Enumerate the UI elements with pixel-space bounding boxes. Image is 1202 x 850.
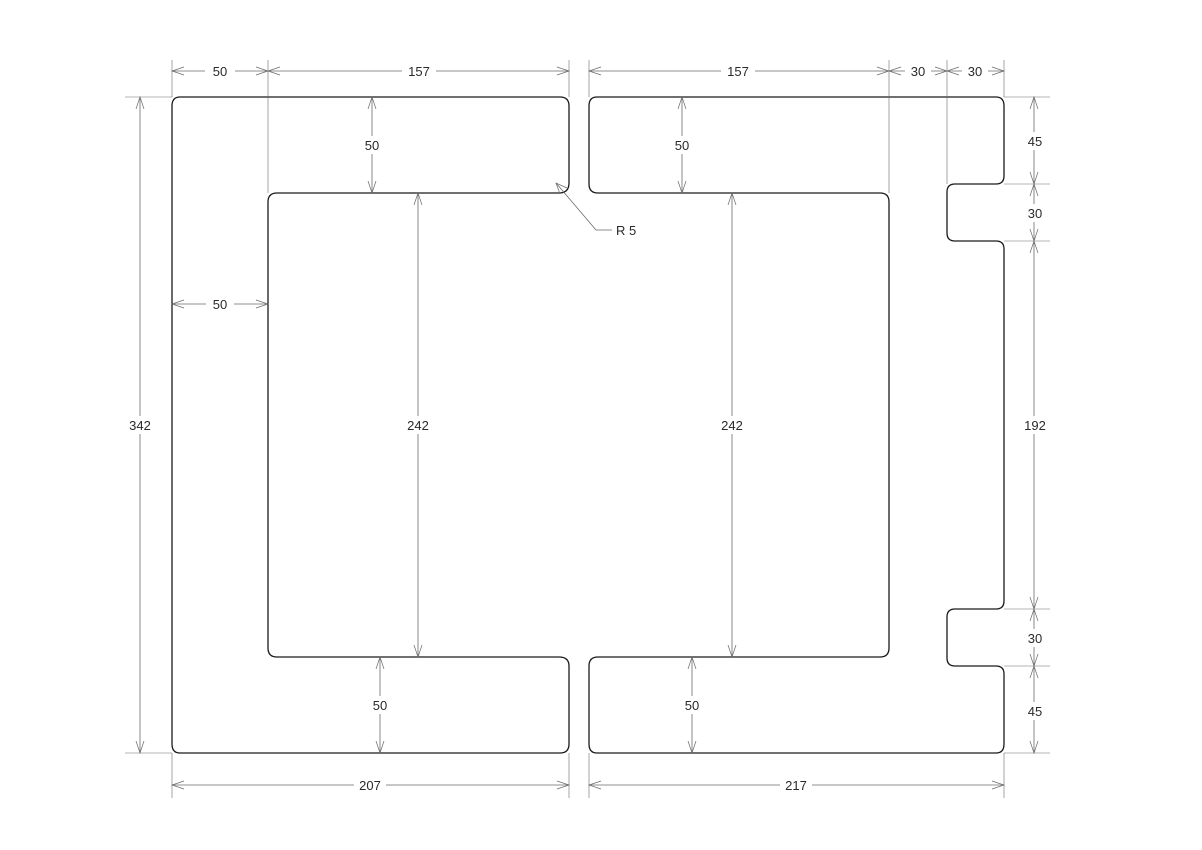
dim-right-45-bottom: 45	[1022, 664, 1048, 755]
dim-bottom-207: 207	[170, 776, 571, 794]
dim-top-right-30b: 30	[945, 62, 1006, 80]
dim-right-30-bottom: 30	[1022, 607, 1048, 668]
dim-top-left-157: 157	[266, 62, 571, 80]
dim-label: 50	[365, 138, 379, 153]
dim-label: 30	[911, 64, 925, 79]
dim-label: 45	[1028, 134, 1042, 149]
dim-label: 45	[1028, 704, 1042, 719]
dim-right-45-top: 45	[1022, 95, 1048, 186]
dim-label: 30	[1028, 206, 1042, 221]
dim-label: 50	[373, 698, 387, 713]
dim-label: 342	[129, 418, 151, 433]
dim-label: 192	[1024, 418, 1046, 433]
dim-label: 157	[727, 64, 749, 79]
dim-left-inner-50: 50	[170, 295, 270, 313]
dim-right-part-bottom-50: 50	[679, 655, 705, 755]
dim-left-part-242: 242	[404, 191, 434, 659]
dim-top-right-157: 157	[587, 62, 891, 80]
dim-right-part-242: 242	[717, 191, 747, 659]
dim-label: 50	[213, 297, 227, 312]
dim-label: 242	[407, 418, 429, 433]
dim-label: 242	[721, 418, 743, 433]
dim-label: 207	[359, 778, 381, 793]
dim-label: 50	[213, 64, 227, 79]
dim-label: 30	[968, 64, 982, 79]
dim-label: 50	[675, 138, 689, 153]
radius-label: R 5	[616, 223, 636, 238]
right-part-outline	[588, 96, 1005, 754]
dim-left-part-bottom-50: 50	[367, 655, 393, 755]
radius-callout: R 5	[555, 182, 636, 238]
dim-label: 157	[408, 64, 430, 79]
dim-bottom-217: 217	[587, 776, 1006, 794]
dim-right-30-top: 30	[1022, 182, 1048, 243]
dim-top-left-50: 50	[170, 62, 270, 80]
dim-label: 30	[1028, 631, 1042, 646]
dim-label: 217	[785, 778, 807, 793]
dim-left-part-top-50: 50	[360, 95, 386, 195]
dim-right-192: 192	[1020, 239, 1050, 611]
dim-left-342: 342	[126, 95, 156, 755]
dim-right-part-top-50: 50	[669, 95, 695, 195]
dim-top-right-30a: 30	[887, 62, 949, 80]
left-part-outline	[171, 96, 570, 754]
dim-label: 50	[685, 698, 699, 713]
extension-lines	[125, 60, 1050, 798]
